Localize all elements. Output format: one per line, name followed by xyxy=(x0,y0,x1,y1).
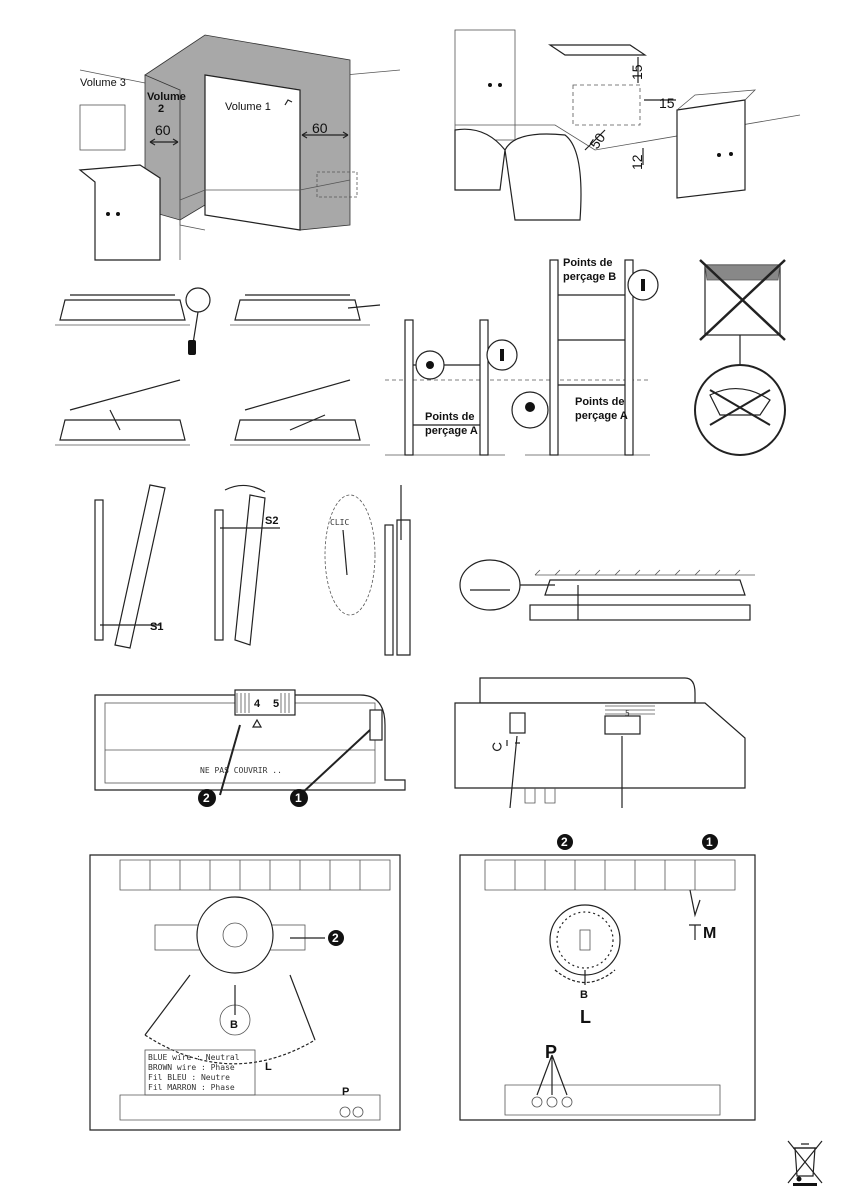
points-b-line2: perçage B xyxy=(563,271,616,283)
label-p-right: P xyxy=(545,1042,557,1062)
points-b-line1: Points de xyxy=(563,257,613,269)
clearance-diagram: 15 15 50 12 xyxy=(455,30,800,225)
volume-2-label-a: Volume xyxy=(147,91,186,103)
drilling-points-diagram: Points de perçage B Points de perçage A … xyxy=(385,255,690,460)
dim-60-right: 60 xyxy=(312,120,328,136)
badge-2-left: 2 xyxy=(203,791,210,805)
points-a-right-line1: Points de xyxy=(575,396,625,408)
points-a-left-line2: perçage A xyxy=(425,425,478,437)
mounting-steps-diagram: S1 S2 CLIC xyxy=(85,480,415,665)
label-b-right: B xyxy=(580,989,588,1001)
badge-1-left: 1 xyxy=(295,791,302,805)
label-p-left: P xyxy=(342,1086,349,1098)
control-panel-right-diagram: 5 xyxy=(455,678,765,823)
s2-label: S2 xyxy=(265,515,278,527)
label-l-left: L xyxy=(265,1061,272,1073)
crossed-out-wheelie-bin-icon xyxy=(785,1138,825,1186)
badge-2-wiring-left: 2 xyxy=(332,931,339,945)
wire-1: BLUE wire : Neutral xyxy=(148,1053,240,1062)
badge-1-wiring-right: 1 xyxy=(706,835,713,849)
dim-15-top: 15 xyxy=(629,64,645,80)
clic-label: CLIC xyxy=(330,518,349,527)
warning-text: NE PAS COUVRIR .. xyxy=(200,766,282,775)
bracket-removal-diagram xyxy=(50,270,380,460)
level-check-diagram xyxy=(455,555,765,630)
dial-5: 5 xyxy=(273,698,279,710)
label-b-left: B xyxy=(230,1019,238,1031)
wire-2: BROWN wire : Phase xyxy=(148,1063,235,1072)
control-panel-left-diagram: 4 5 NE PAS COUVRIR .. 2 1 xyxy=(95,685,405,845)
dim-12: 12 xyxy=(629,154,645,170)
volume-2-label-b: 2 xyxy=(158,103,164,115)
wire-4: Fil MARRON : Phase xyxy=(148,1083,235,1092)
points-a-left-line1: Points de xyxy=(425,411,475,423)
badge-2-wiring-right: 2 xyxy=(561,835,568,849)
wiring-right-diagram: 2 1 M B L P xyxy=(455,830,760,1125)
bathroom-volumes-diagram: Volume 3 Volume 2 Volume 1 60 60 xyxy=(80,30,400,260)
dim-60-left: 60 xyxy=(155,122,171,138)
dim-15-side: 15 xyxy=(659,95,675,111)
volume-1-label: Volume 1 xyxy=(225,101,271,113)
dial-4: 4 xyxy=(254,698,261,710)
label-l-right: L xyxy=(580,1007,591,1027)
wiring-left-diagram: BLUE wire : Neutral BROWN wire : Phase F… xyxy=(90,850,410,1140)
label-m-right: M xyxy=(703,925,716,942)
s1-label: S1 xyxy=(150,621,163,633)
volume-3-label: Volume 3 xyxy=(80,77,126,89)
wire-3: Fil BLEU : Neutre xyxy=(148,1073,230,1082)
points-a-right-line2: perçage A xyxy=(575,410,628,422)
do-not-cover-diagram xyxy=(690,255,800,455)
